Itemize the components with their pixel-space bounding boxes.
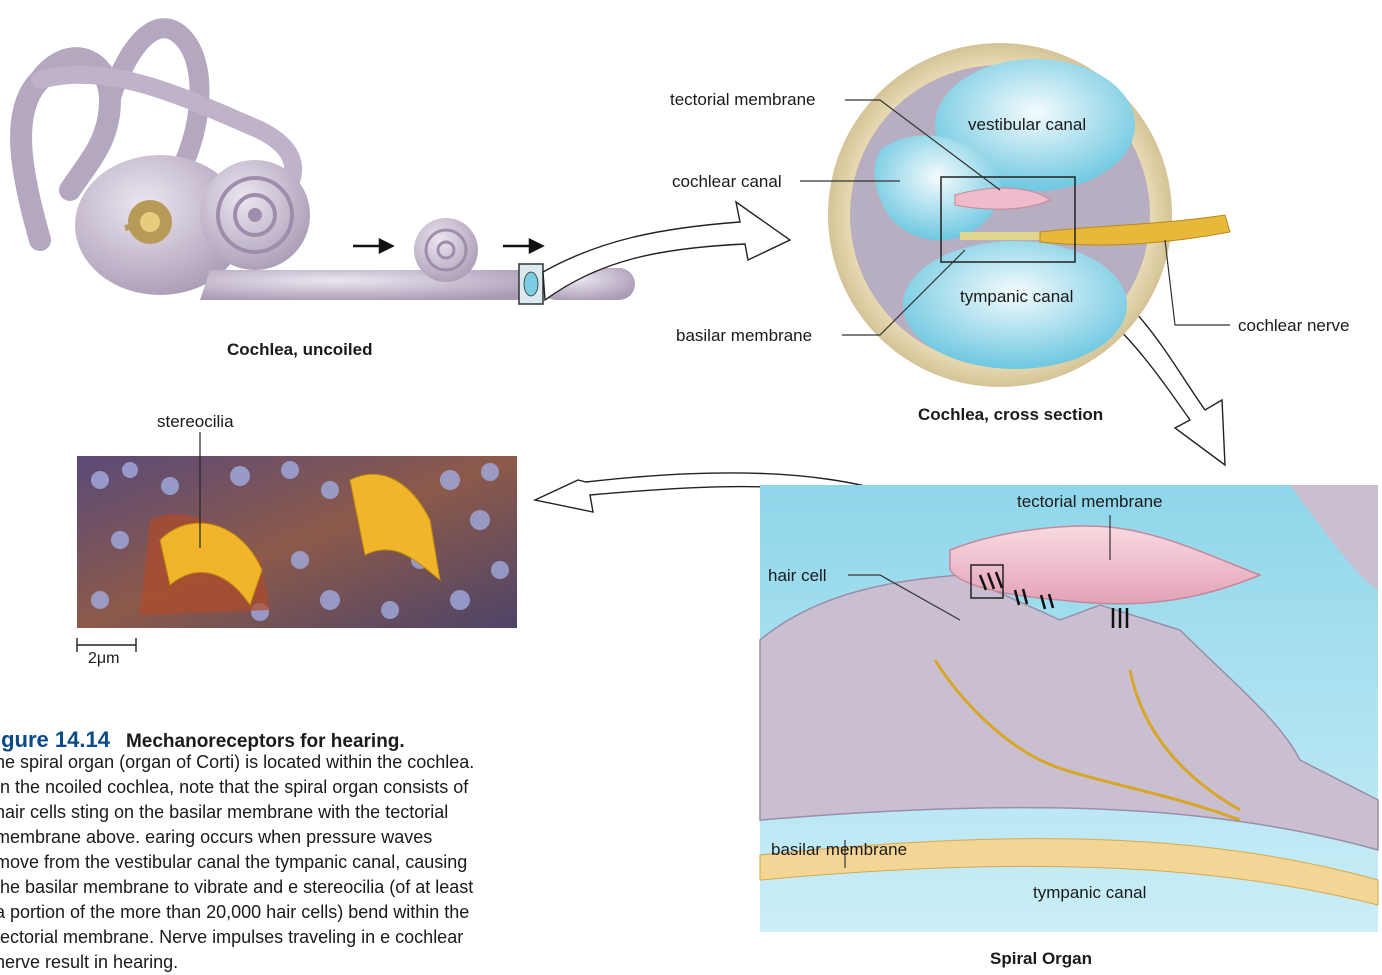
label-vestibular-canal: vestibular canal [968, 115, 1086, 135]
figure-caption-body: he spiral organ (organ of Corti) is loca… [0, 750, 475, 975]
label-basilar-membrane-spiral: basilar membrane [771, 840, 907, 860]
label-tectorial-membrane-spiral: tectorial membrane [1017, 492, 1163, 512]
figure-title: Mechanoreceptors for hearing. [126, 731, 405, 752]
label-tympanic-canal-spiral: tympanic canal [1033, 883, 1146, 903]
scale-bar-label: 2μm [88, 650, 119, 668]
label-cochlear-canal: cochlear canal [672, 172, 782, 192]
cochlea-cross-section [828, 43, 1230, 387]
title-cochlea-cross-section: Cochlea, cross section [918, 405, 1103, 425]
figure-number: igure 14.14 [0, 727, 110, 752]
label-tympanic-canal-cross: tympanic canal [960, 287, 1073, 307]
label-hair-cell: hair cell [768, 566, 827, 586]
label-stereocilia: stereocilia [157, 412, 234, 432]
title-cochlea-uncoiled: Cochlea, uncoiled [227, 340, 372, 360]
inner-ear-illustration [21, 28, 635, 304]
label-basilar-membrane-cross: basilar membrane [676, 326, 812, 346]
title-spiral-organ: Spiral Organ [990, 949, 1092, 969]
spiral-organ-illustration [760, 485, 1378, 932]
stereocilia-micrograph [77, 456, 517, 628]
label-cochlear-nerve: cochlear nerve [1238, 316, 1350, 336]
label-tectorial-membrane-cross: tectorial membrane [670, 90, 816, 110]
